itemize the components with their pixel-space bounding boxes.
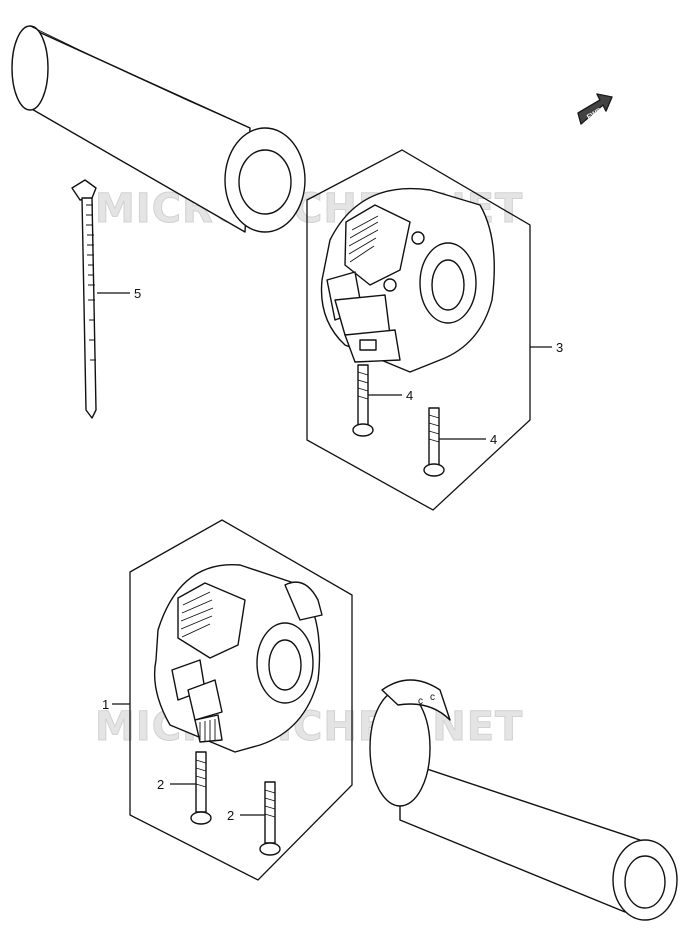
group-box-1	[129, 519, 353, 881]
svg-text:c: c	[430, 692, 435, 703]
callout-4a: 4	[406, 388, 413, 403]
group-box-3	[306, 149, 531, 511]
cable-tie	[71, 179, 97, 419]
callout-3: 3	[556, 340, 563, 355]
throttle-grip-upper	[11, 25, 306, 233]
left-switch-screw-a	[190, 751, 212, 825]
callout-2a: 2	[157, 777, 164, 792]
throttle-grip-lower: c c	[369, 679, 678, 921]
callout-2b: 2	[227, 808, 234, 823]
left-handlebar-switch-assembly	[153, 563, 323, 753]
callout-1: 1	[102, 697, 109, 712]
right-handlebar-switch-assembly	[320, 187, 495, 373]
right-switch-screw-a	[352, 364, 374, 437]
svg-text:c: c	[418, 696, 423, 707]
left-switch-screw-b	[259, 781, 281, 856]
watermark-bottom: MICROFICHES.NET	[95, 704, 523, 750]
callout-5: 5	[134, 286, 141, 301]
fwd-arrow-icon: FWD	[577, 93, 613, 125]
right-switch-screw-b	[423, 407, 445, 477]
callout-4b: 4	[490, 432, 497, 447]
